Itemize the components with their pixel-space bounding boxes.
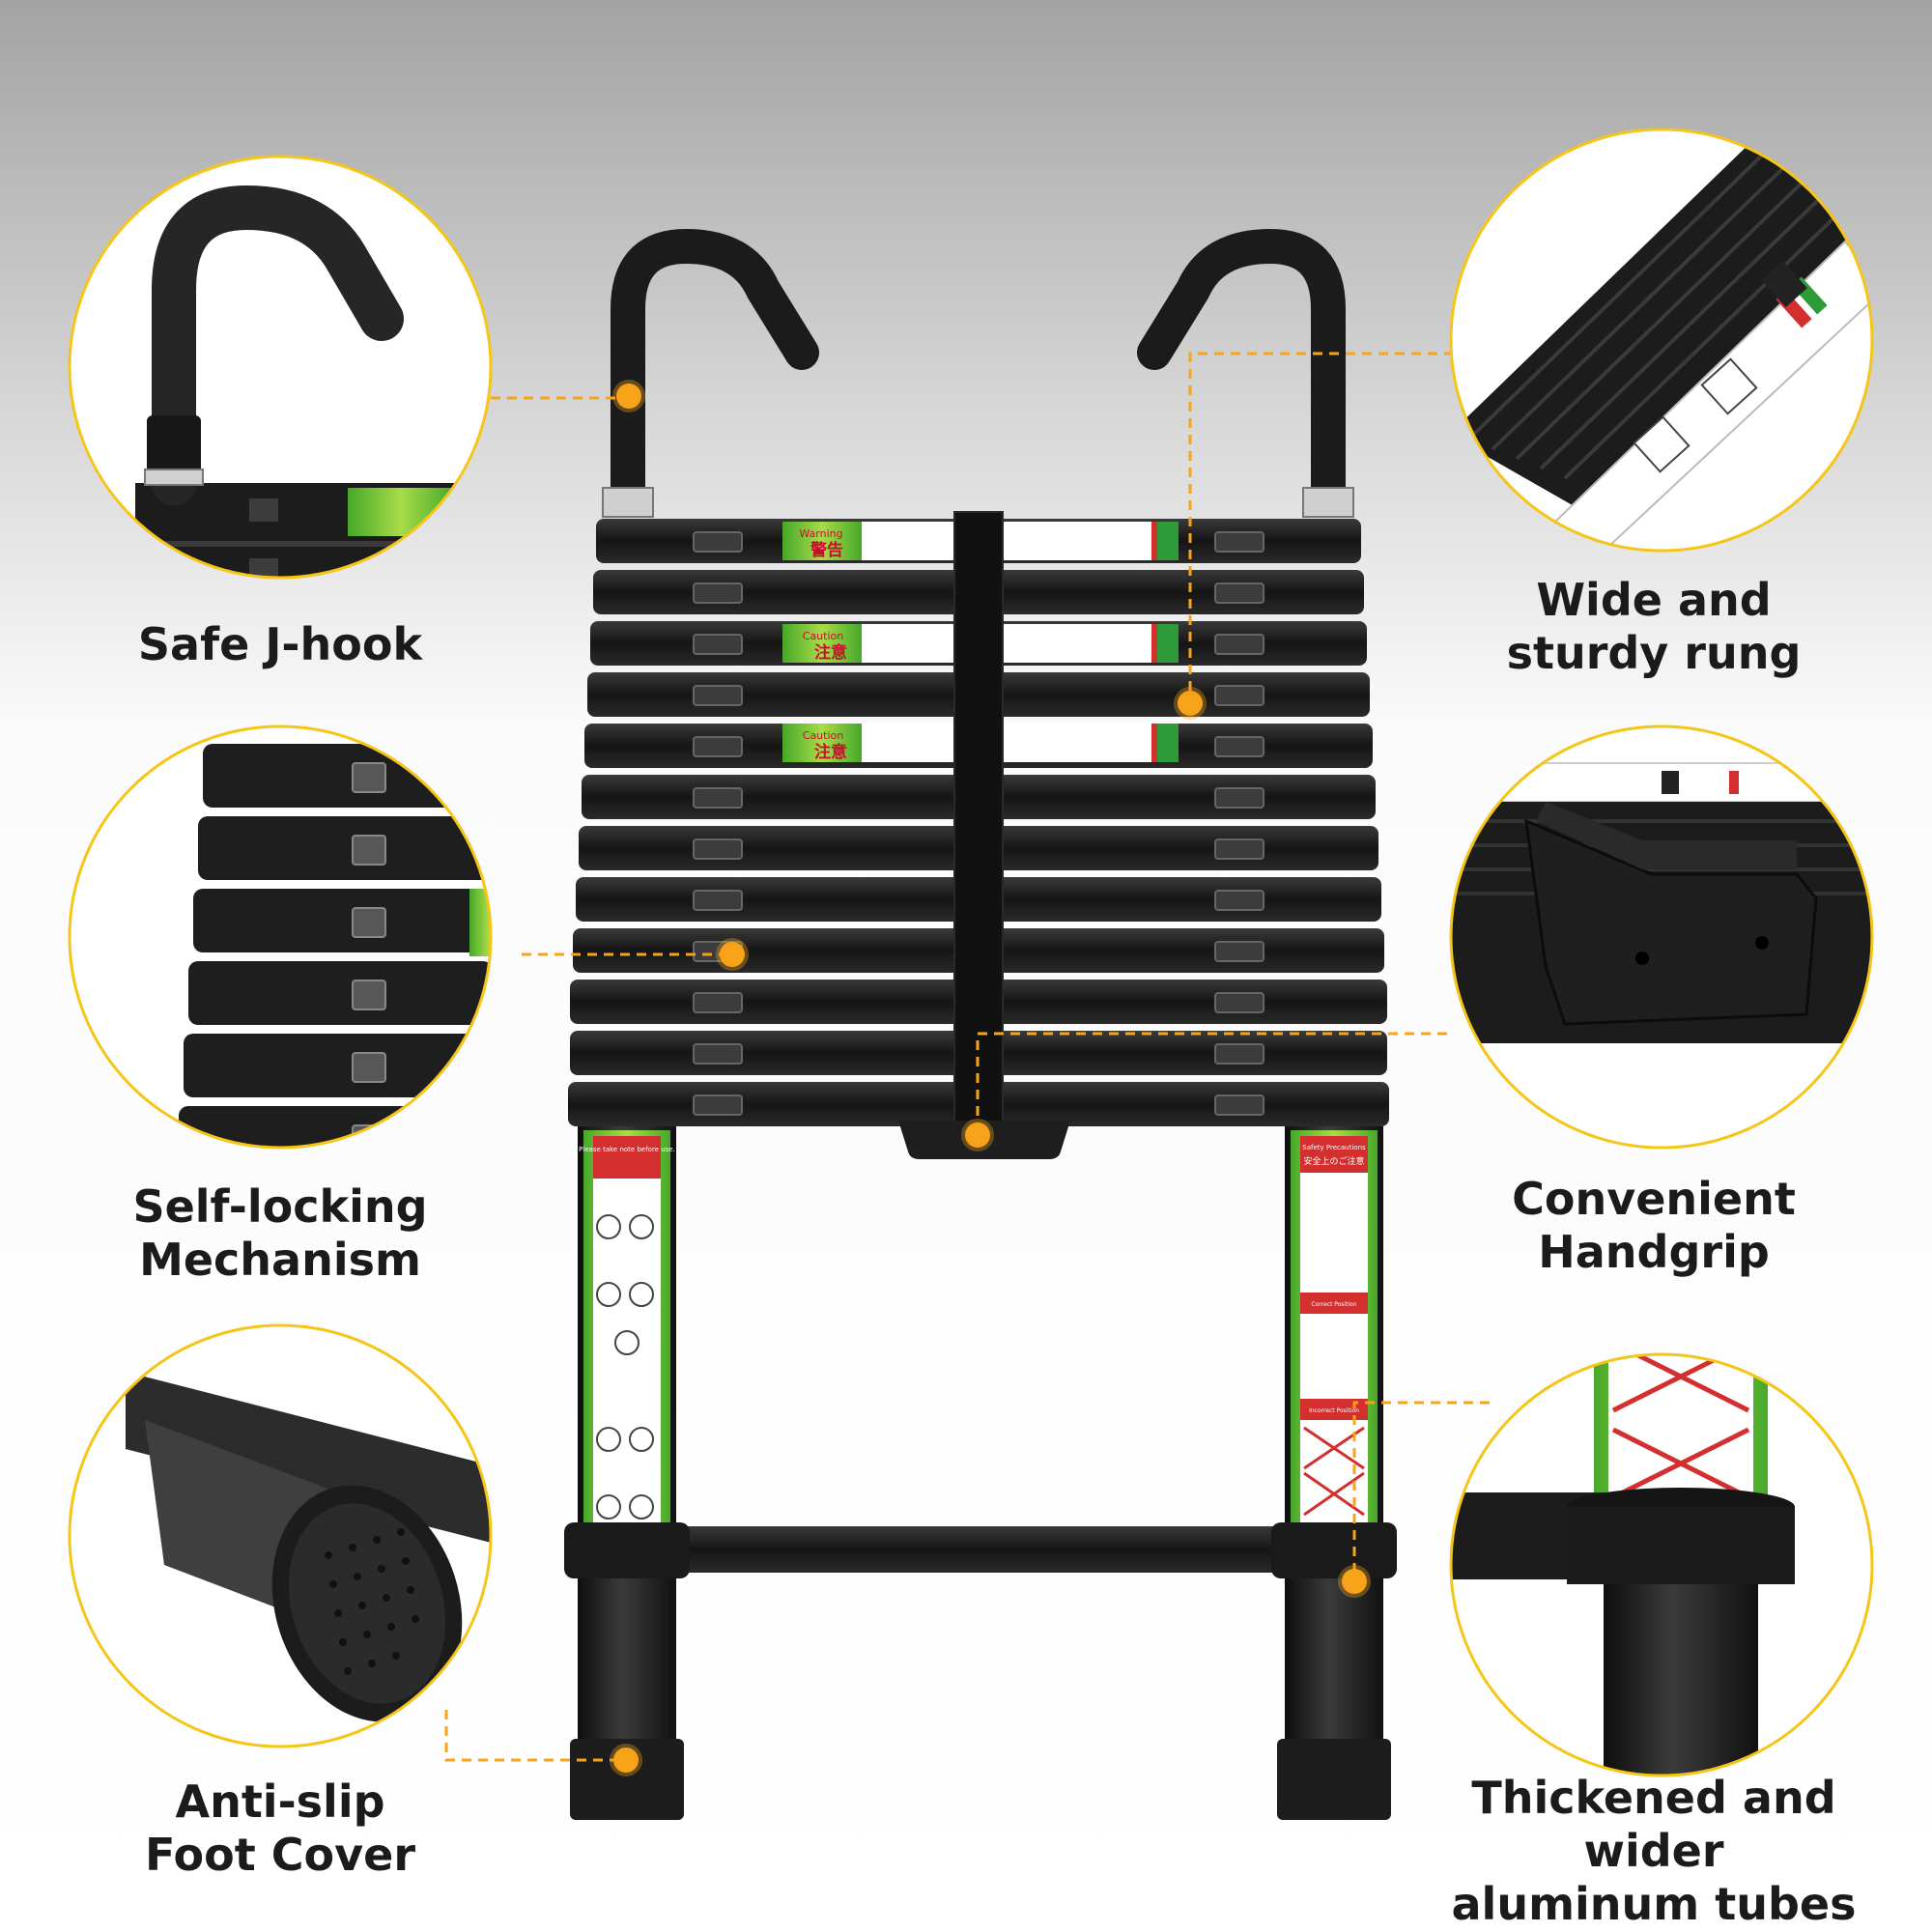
right-foot [1277, 1739, 1391, 1820]
right-tube-sticker: Safety Precautions 安全上のご注意 Correct Posit… [1291, 1130, 1378, 1528]
ladder: Warning 警告 Caution 注意 Caution 注意 [564, 228, 1397, 1820]
caution-text: Caution [803, 630, 843, 642]
warning-jp-text: 警告 [810, 540, 843, 560]
connector-lines [444, 352, 1490, 1762]
foot-cover-label: Anti-slip Foot Cover [145, 1776, 415, 1881]
right-j-hook [1137, 228, 1346, 510]
j-hook-closeup [68, 155, 493, 580]
left-j-hook [611, 228, 819, 510]
rubber-foot-closeup [68, 1323, 493, 1748]
left-tube-title: Please take note before use. [579, 1146, 675, 1153]
bottom-crossbar [667, 1526, 1294, 1573]
right-tube-title-jp: 安全上のご注意 [1303, 1155, 1364, 1167]
handgrip-closeup [1449, 724, 1874, 1150]
caution-jp-text: 注意 [814, 642, 847, 663]
rung-closeup [1449, 128, 1874, 553]
right-tube-title: Safety Precautions [1302, 1144, 1366, 1151]
j-hook-label: Safe J-hook [137, 618, 423, 670]
right-collar [1271, 1522, 1397, 1578]
lock-tabs-closeup [68, 724, 493, 1150]
handgrip-label: Convenient Handgrip [1512, 1173, 1796, 1278]
left-tube-sticker: Please take note before use. [579, 1130, 675, 1528]
tube-closeup [1449, 1352, 1874, 1777]
correct-position-label: Correct Position [1311, 1301, 1356, 1308]
incorrect-position-label: Incorrect Position [1309, 1407, 1359, 1414]
warning-text: Warning [799, 527, 842, 540]
self-locking-label: Self-locking Mechanism [132, 1180, 428, 1286]
caution-jp-text: 注意 [814, 742, 847, 762]
left-collar [564, 1522, 690, 1578]
connector-dots [610, 380, 1371, 1776]
tubes-label: Thickened and wider aluminum tubes [1451, 1772, 1857, 1930]
center-strap [953, 511, 1004, 1131]
rung-label: Wide and sturdy rung [1506, 574, 1802, 679]
caution-text: Caution [803, 729, 843, 742]
